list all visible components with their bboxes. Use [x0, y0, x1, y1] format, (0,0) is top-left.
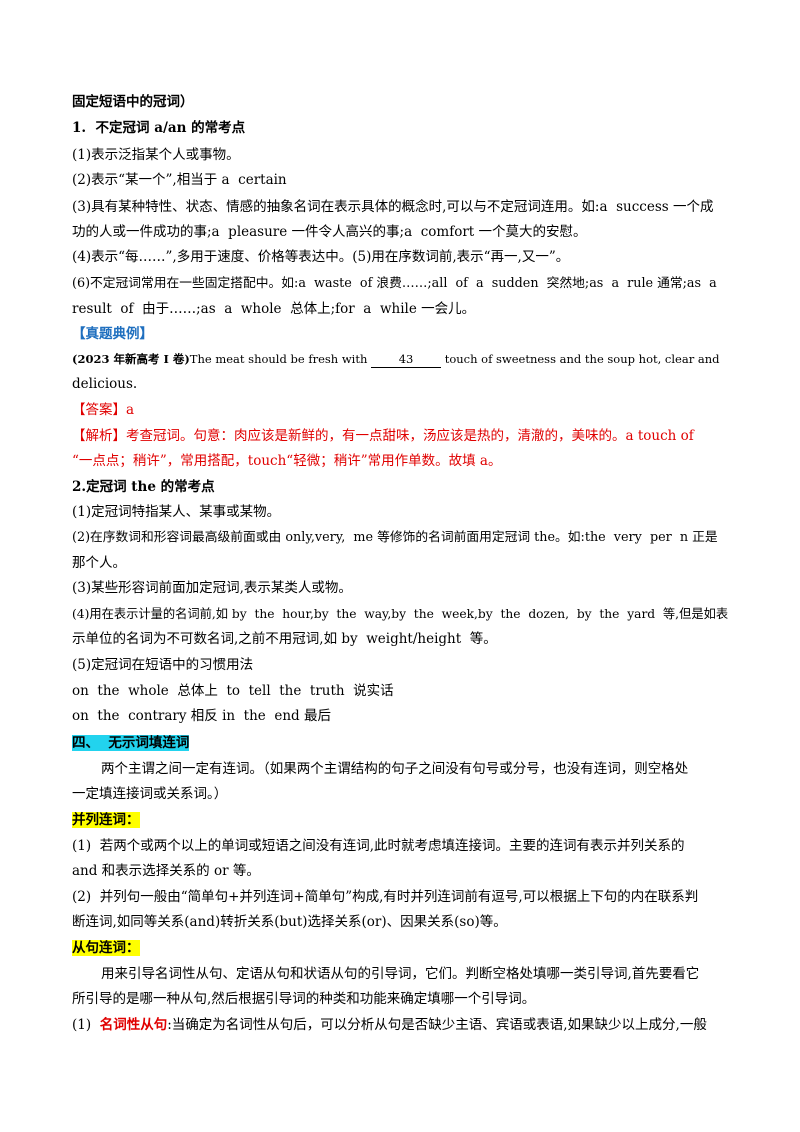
- heading-indefinite-article: 1. 不定冠词 a/an 的常考点: [72, 120, 246, 136]
- paragraph-line: 两个主谓之间一定有连词。（如果两个主谓结构的句子之间没有句号或分号，也没有连词，…: [101, 761, 689, 777]
- paragraph-line: (4)用在表示计量的名词前,如 by the hour,by the way,b…: [72, 607, 729, 621]
- highlighted-subheading: 从句连词：: [72, 940, 140, 956]
- item-number: (1): [72, 1017, 100, 1033]
- subheading-clause: 从句连词：: [72, 938, 140, 958]
- highlighted-heading: 四、 无示词填连词: [72, 735, 190, 751]
- paragraph-line: (2)表示“某一个”,相当于 a certain: [72, 172, 287, 188]
- paragraph-line: 所引导的是哪一种从句,然后根据引导词的种类和功能来确定填哪一个引导词。: [72, 991, 536, 1007]
- exam-example-label: 【真题典例】: [72, 326, 153, 342]
- paragraph-line: result of 由于……;as a whole 总体上;for a whil…: [72, 301, 476, 317]
- paragraph-line: 那个人。: [72, 555, 126, 571]
- red-keyword: 名词性从句: [99, 1017, 168, 1033]
- paragraph-line: delicious.: [72, 376, 138, 392]
- paragraph-line: and 和表示选择关系的 or 等。: [72, 863, 260, 879]
- exam-question: (2023 年新高考 I 卷)The meat should be fresh …: [72, 349, 719, 369]
- paragraph-line: (2)在序数词和形容词最高级前面或由 only,very, me 等修饰的名词前…: [72, 530, 718, 545]
- paragraph-line: (1) 若两个或两个以上的单词或短语之间没有连词,此时就考虑填连接词。主要的连词…: [72, 838, 685, 854]
- highlighted-subheading: 并列连词：: [72, 812, 140, 828]
- paragraph-line: on the contrary 相反 in the end 最后: [72, 708, 331, 724]
- paragraph-line: 一定填连接词或关系词。）: [72, 786, 228, 802]
- paragraph-line: 功的人或一件成功的事;a pleasure 一件令人高兴的事;a comfort…: [72, 224, 587, 240]
- paragraph-line: 用来引导名词性从句、定语从句和状语从句的引导词，它们。判断空格处填哪一类引导词,…: [101, 966, 700, 982]
- paragraph-line: (5)定冠词在短语中的习惯用法: [72, 657, 254, 673]
- paragraph-line: (2) 并列句一般由“简单句+并列连词+简单句”构成,有时并列连词前有逗号,可以…: [72, 889, 699, 905]
- subheading-coordinating: 并列连词：: [72, 810, 140, 830]
- section-title: 固定短语中的冠词）: [72, 94, 194, 110]
- paragraph-line: (1)表示泛指某个人或事物。: [72, 147, 240, 163]
- answer-blank: 43: [371, 351, 442, 368]
- paragraph-line: on the whole 总体上 to tell the truth 说实话: [72, 683, 394, 699]
- question-text: The meat should be fresh with: [189, 352, 372, 366]
- paragraph-line: (1) 名词性从句:当确定为名词性从句后，可以分析从句是否缺少主语、宾语或表语,…: [72, 1015, 707, 1035]
- analysis-line: 【解析】考查冠词。句意：肉应该是新鲜的，有一点甜味，汤应该是热的，清澈的，美味的…: [72, 428, 694, 444]
- paragraph-line: (3)某些形容词前面加定冠词,表示某类人或物。: [72, 580, 352, 596]
- section-heading-conjunctions: 四、 无示词填连词: [72, 733, 190, 753]
- exam-source: (2023 年新高考 I 卷): [72, 352, 190, 366]
- paragraph-line: (6)不定冠词常用在一些固定搭配中。如:a waste of 浪费……;all …: [72, 276, 717, 291]
- paragraph-line: 示单位的名词为不可数名词,之前不用冠词,如 by weight/height 等…: [72, 631, 497, 647]
- paragraph-line: 断连词,如同等关系(and)转折关系(but)选择关系(or)、因果关系(so)…: [72, 914, 507, 930]
- heading-definite-article: 2.定冠词 the 的常考点: [72, 479, 215, 495]
- paragraph-line: (1)定冠词特指某人、某事或某物。: [72, 504, 281, 520]
- paragraph-line: (3)具有某种特性、状态、情感的抽象名词在表示具体的概念时,可以与不定冠词连用。…: [72, 199, 714, 215]
- paragraph-line: (4)表示“每……”,多用于速度、价格等表达中。(5)用在序数词前,表示“再一,…: [72, 249, 570, 265]
- analysis-line: “一点点；稍许”，常用搭配，touch“轻微；稍许”常用作单数。故填 a。: [72, 453, 502, 469]
- question-text: touch of sweetness and the soup hot, cle…: [441, 352, 720, 366]
- item-text: :当确定为名词性从句后，可以分析从句是否缺少主语、宾语或表语,如果缺少以上成分,…: [167, 1017, 707, 1033]
- answer-line: 【答案】a: [72, 402, 135, 418]
